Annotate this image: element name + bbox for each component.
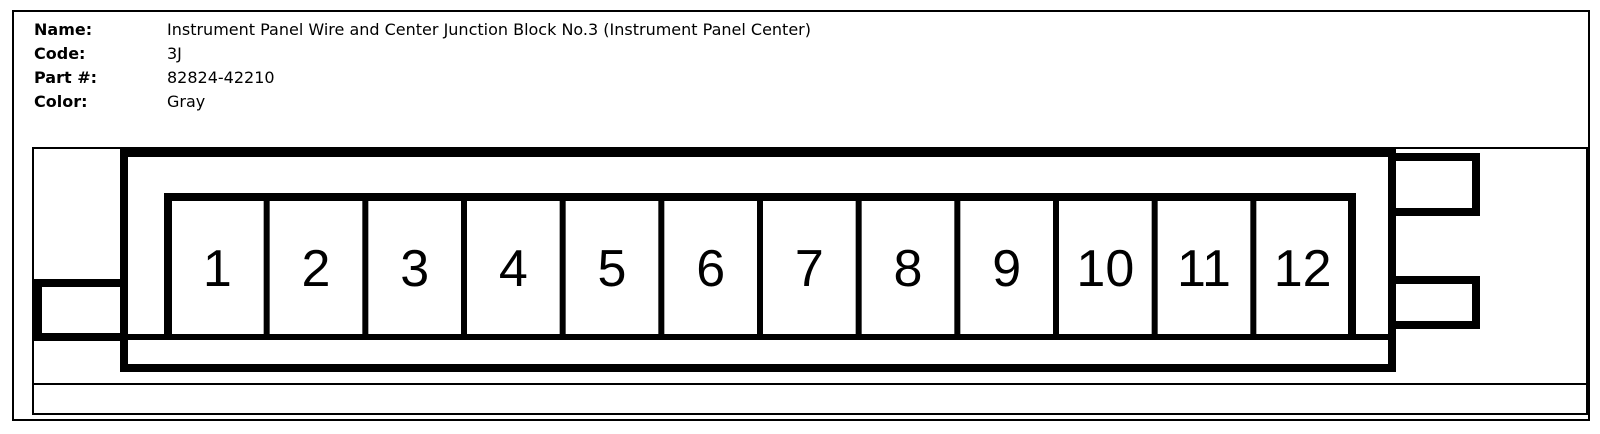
pin-3-label: 3 <box>400 240 429 298</box>
pin-4-label: 4 <box>499 240 528 298</box>
part-value: 82824-42210 <box>167 68 275 87</box>
pin-9-label: 9 <box>992 240 1021 298</box>
right-lower-latch <box>1391 276 1480 329</box>
pin-6-label: 6 <box>696 240 725 298</box>
part-label: Part #: <box>34 68 98 87</box>
connector-info: Name: Instrument Panel Wire and Center J… <box>34 18 811 114</box>
pin-11-label: 11 <box>1177 240 1231 298</box>
outer-frame <box>12 10 1590 421</box>
part-row: Part #: 82824-42210 <box>34 66 811 90</box>
name-label: Name: <box>34 20 93 39</box>
pin-5-label: 5 <box>598 240 627 298</box>
left-latch <box>34 279 126 341</box>
diagram-area-border <box>32 147 1588 415</box>
pin-10-label: 10 <box>1076 240 1134 298</box>
color-row: Color: Gray <box>34 90 811 114</box>
code-label: Code: <box>34 44 86 63</box>
pin-1-label: 1 <box>203 240 232 298</box>
name-value: Instrument Panel Wire and Center Junctio… <box>167 20 811 39</box>
color-value: Gray <box>167 92 206 111</box>
right-upper-latch <box>1391 153 1480 216</box>
pin-2-label: 2 <box>302 240 331 298</box>
pin-12-label: 12 <box>1274 240 1332 298</box>
name-row: Name: Instrument Panel Wire and Center J… <box>34 18 811 42</box>
connector-housing <box>120 149 1396 372</box>
pin-8-label: 8 <box>894 240 923 298</box>
pin-7-label: 7 <box>795 240 824 298</box>
code-row: Code: 3J <box>34 42 811 66</box>
color-label: Color: <box>34 92 88 111</box>
code-value: 3J <box>167 44 182 63</box>
